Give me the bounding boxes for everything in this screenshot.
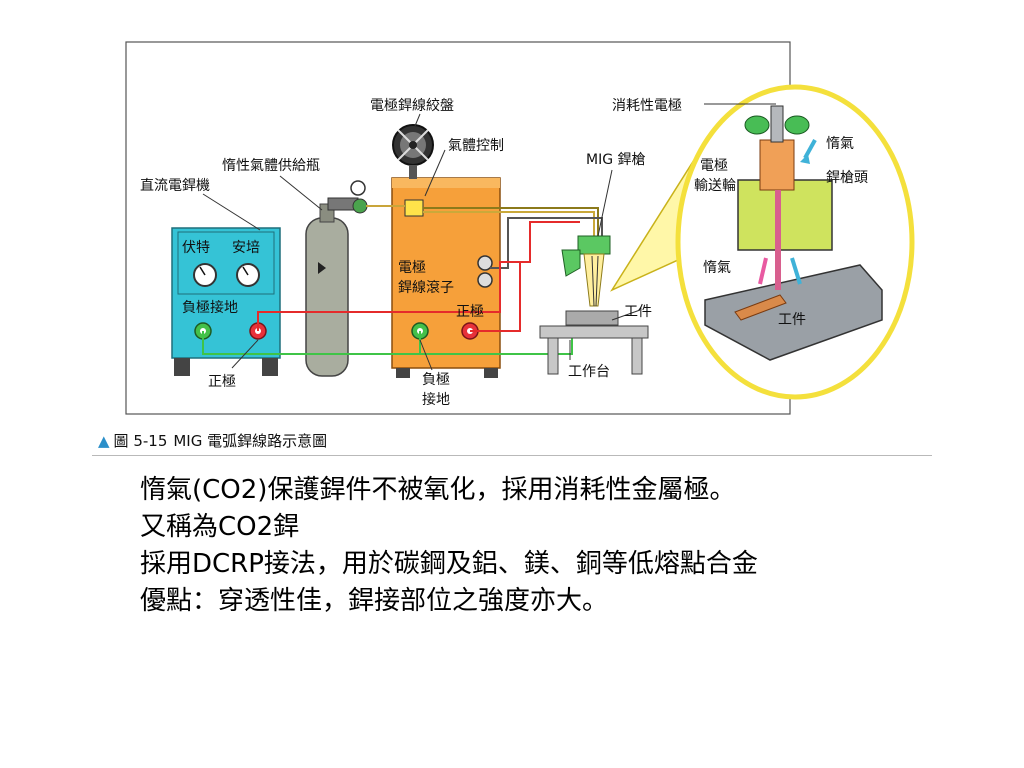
work-table [539,310,649,375]
figure-number: 圖 5-15 [113,432,168,450]
label-positive-bottom: 正極 [208,374,236,390]
label-negative-ground-bottom-line2: 接地 [422,391,450,408]
label-consumable-electrode: 消耗性電極 [612,98,682,114]
label-mig-gun: MIG 銲槍 [586,152,646,168]
caption-triangle-icon: ▲ [98,432,110,450]
label-feed-wheel-line2: 輸送輪 [694,177,736,194]
gas-gauge-icon [350,180,366,196]
gas-hoses [366,205,603,269]
label-negative-ground-left: 負極接地 [182,299,238,316]
label-workpiece-zoom: 工件 [778,312,806,328]
wire-reel-icon [392,124,434,179]
caption-divider [92,455,932,456]
label-gas-control: 氣體控制 [448,138,504,154]
leader-lines [202,103,776,371]
label-torch-head: 銲槍頭 [826,170,868,186]
label-volt: 伏特 [182,240,210,256]
figure-caption: ▲圖 5-15 MIG 電弧銲線路示意圖 [98,430,327,451]
feed-wheel-right-icon [784,115,810,135]
label-inert-gas-left: 惰氣 [703,260,731,276]
work-plate-zoom [704,264,883,361]
label-wire-reel: 電極銲線絞盤 [370,98,454,114]
body-text: 惰氣(CO2)保護銲件不被氧化，採用消耗性金屬極。 又稱為CO2銲 採用DCRP… [140,472,990,620]
label-amp: 安培 [232,240,260,256]
wire-feeder-cabinet [391,177,501,378]
label-wire-roller-line2: 銲線滾子 [398,280,454,296]
mig-welding-diagram: 電極銲線絞盤 氣體控制 惰性氣體供給瓶 直流電銲機 伏特 安培 負極接地 正極 … [125,41,915,415]
body-line-3: 採用DCRP接法，用於碳鋼及鋁、鎂、銅等低熔點合金 [140,549,758,579]
label-negative-ground-bottom-line1: 負極 [422,372,450,388]
label-work-table: 工作台 [568,364,610,380]
label-feed-wheel-line1: 電極 [700,158,728,174]
body-line-1: 惰氣(CO2)保護銲件不被氧化，採用消耗性金屬極。 [140,475,736,505]
label-gas-cylinder: 惰性氣體供給瓶 [222,158,320,174]
figure-title: MIG 電弧銲線路示意圖 [173,432,328,450]
zoom-detail [610,84,915,400]
label-positive-right: 正極 [456,304,484,320]
body-line-2: 又稱為CO2銲 [140,512,300,542]
feed-wheel-left-icon [744,115,770,135]
positive-cable [257,221,580,332]
consumable-electrode-icon [770,105,784,143]
label-wire-roller-line1: 電極 [398,260,426,276]
label-workpiece: 工件 [624,304,652,320]
dc-welder-machine [171,227,281,376]
label-dc-welder: 直流電銲機 [140,177,210,194]
gas-control-box [404,199,424,217]
wire-roller-icon [477,255,493,271]
mig-gun [561,235,611,307]
body-line-4: 優點：穿透性佳，銲接部位之強度亦大。 [140,586,609,616]
label-inert-gas-top: 惰氣 [826,136,854,152]
gas-cylinder [305,180,368,377]
